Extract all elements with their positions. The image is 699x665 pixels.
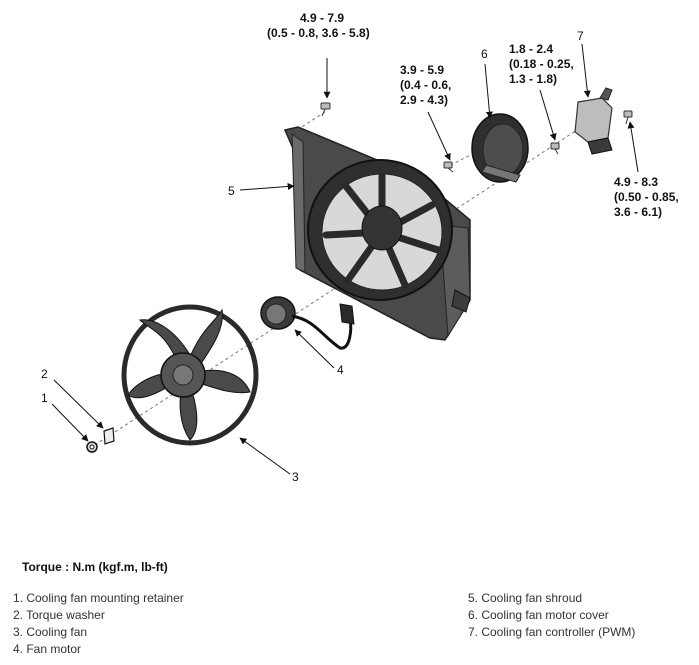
legend-item: 2. Torque washer [13, 608, 105, 622]
exploded-diagram: 1 2 3 4 5 6 7 4.9 - 7.9 (0.5 - 0.8, 3.6 … [41, 11, 679, 484]
svg-text:1.3 - 1.8): 1.3 - 1.8) [509, 72, 557, 86]
torque-washer [103, 427, 115, 445]
cooling-fan-motor-cover [471, 113, 529, 183]
legend-item: 1. Cooling fan mounting retainer [13, 591, 184, 605]
parts-legend-right: 5. Cooling fan shroud 6. Cooling fan mot… [468, 590, 635, 641]
legend-item: 4. Fan motor [13, 642, 82, 656]
cooling-fan [121, 304, 259, 446]
cooling-fan-controller [574, 87, 613, 155]
svg-text:4.9 - 7.9: 4.9 - 7.9 [300, 11, 344, 25]
callout-6: 6 [481, 47, 488, 61]
callout-3: 3 [292, 470, 299, 484]
torque-spec-controller-bolt-right: 4.9 - 8.3 (0.50 - 0.85, 3.6 - 6.1) [614, 175, 679, 219]
bolt-motor-cover [443, 161, 454, 173]
callout-4: 4 [337, 363, 344, 377]
legend-item: 5. Cooling fan shroud [468, 591, 583, 605]
svg-text:1.8 - 2.4: 1.8 - 2.4 [509, 42, 553, 56]
bolt-shroud-top [320, 102, 331, 117]
svg-text:(0.5 - 0.8, 3.6 - 5.8): (0.5 - 0.8, 3.6 - 5.8) [267, 26, 370, 40]
svg-text:(0.18 - 0.25,: (0.18 - 0.25, [509, 57, 574, 71]
fan-motor [260, 296, 355, 350]
cooling-fan-shroud [283, 126, 471, 341]
cooling-fan-mounting-retainer [86, 441, 98, 453]
bolt-controller-right [623, 110, 633, 125]
svg-text:3.9 - 5.9: 3.9 - 5.9 [400, 63, 444, 77]
bolts [320, 102, 633, 173]
torque-spec-shroud-bolt: 4.9 - 7.9 (0.5 - 0.8, 3.6 - 5.8) [267, 11, 370, 40]
torque-spec-controller-bolt: 1.8 - 2.4 (0.18 - 0.25, 1.3 - 1.8) [509, 42, 574, 86]
legend-item: 3. Cooling fan [13, 625, 88, 639]
svg-text:3.6 - 6.1): 3.6 - 6.1) [614, 205, 662, 219]
svg-text:(0.4 - 0.6,: (0.4 - 0.6, [400, 78, 451, 92]
bolt-controller [550, 142, 560, 155]
callout-2: 2 [41, 367, 48, 381]
torque-unit-title: Torque : N.m (kgf.m, lb-ft) [22, 560, 168, 574]
legend-item: 6. Cooling fan motor cover [468, 608, 609, 622]
svg-text:4.9 - 8.3: 4.9 - 8.3 [614, 175, 658, 189]
legend-item: 7. Cooling fan controller (PWM) [468, 625, 636, 639]
parts-legend-left: 1. Cooling fan mounting retainer 2. Torq… [13, 590, 184, 658]
callout-1: 1 [41, 391, 48, 405]
callout-5: 5 [228, 184, 235, 198]
leader-lines [51, 43, 639, 475]
torque-spec-motor-cover-bolt: 3.9 - 5.9 (0.4 - 0.6, 2.9 - 4.3) [400, 63, 451, 107]
callout-7: 7 [577, 29, 584, 43]
svg-text:2.9 - 4.3): 2.9 - 4.3) [400, 93, 448, 107]
svg-text:(0.50 - 0.85,: (0.50 - 0.85, [614, 190, 679, 204]
